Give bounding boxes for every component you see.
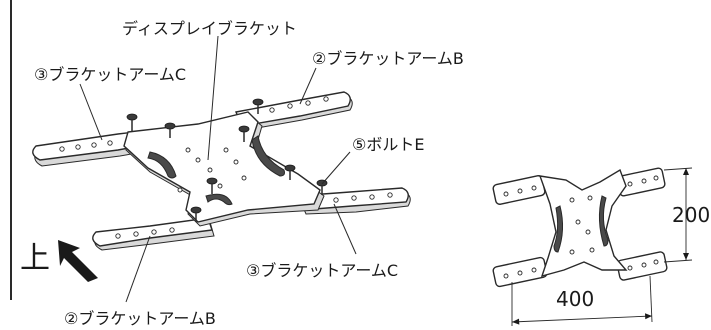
exploded-assembly: 上 ディスプレイブラケット ③ブラケットアームC ②ブラケットアームB ⑤ボルト…: [20, 19, 464, 328]
arm-c-bottom-part: [294, 187, 411, 215]
screw: [126, 113, 138, 132]
screw: [190, 206, 202, 222]
dimension-height: 200: [672, 203, 710, 227]
leader-lines: [79, 35, 357, 303]
up-arrow-icon: [58, 240, 98, 282]
arm-b-top-label: ②ブラケットアームB: [312, 49, 464, 68]
arm-c-bottom-label: ③ブラケットアームC: [246, 261, 398, 280]
screw: [164, 122, 176, 138]
screw: [252, 98, 264, 114]
display-bracket-label: ディスプレイブラケット: [122, 19, 297, 38]
bolt-e-label: ⑤ボルトE: [352, 135, 424, 154]
assembled-bracket: 200 400: [492, 167, 710, 326]
screw: [206, 177, 218, 194]
dimension-width: 400: [556, 287, 594, 311]
arm-c-top-label: ③ブラケットアームC: [34, 65, 186, 84]
screw: [284, 164, 296, 180]
up-label: 上: [20, 241, 50, 276]
arm-b-bottom-part: [92, 217, 215, 251]
screw: [238, 125, 250, 142]
arm-b-top-part: [235, 91, 353, 131]
arm-b-bottom-label: ②ブラケットアームB: [64, 309, 216, 328]
display-bracket-plate: [123, 111, 325, 227]
